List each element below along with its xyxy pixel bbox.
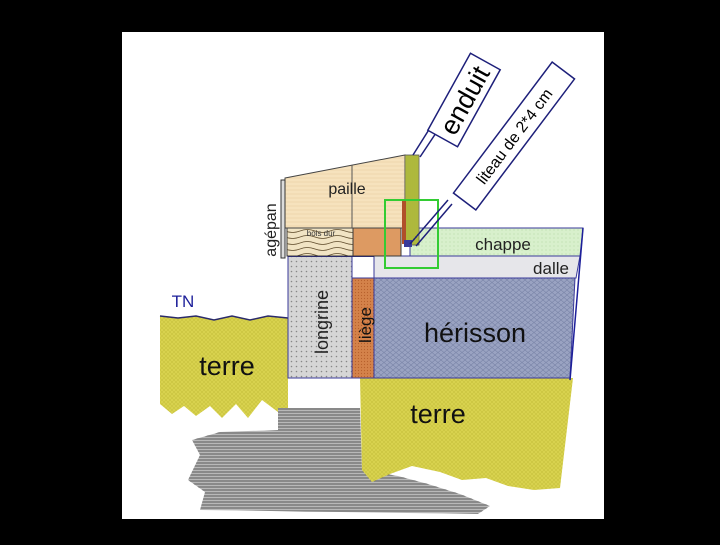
foundation-block — [188, 408, 490, 514]
tn-label: TN — [172, 292, 195, 311]
bois-sill-left — [286, 227, 354, 257]
paille-label: paille — [328, 181, 365, 198]
liteau-anchor — [404, 240, 412, 247]
dalle-label: dalle — [533, 259, 569, 278]
agepan-label: agépan — [263, 203, 280, 256]
detail-highlight-box — [384, 199, 439, 269]
terre-left-region — [160, 316, 288, 418]
slab-edge-line — [569, 227, 584, 381]
herisson-label: hérisson — [424, 318, 526, 348]
terre-right-region — [360, 378, 573, 490]
liege-label: liège — [356, 307, 375, 343]
bois-label: bois dur — [307, 229, 336, 238]
bois-sill-right — [352, 227, 402, 257]
longrine-block — [287, 255, 353, 379]
enduit-callout: enduit — [412, 52, 502, 158]
liteau-strip — [402, 200, 406, 244]
tn-ground-line — [159, 315, 289, 321]
agepan-board — [280, 179, 286, 259]
chappe-label: chappe — [475, 235, 531, 254]
terre-right-label: terre — [410, 399, 466, 429]
longrine-label: longrine — [312, 290, 332, 354]
terre-left-label: terre — [199, 351, 255, 381]
